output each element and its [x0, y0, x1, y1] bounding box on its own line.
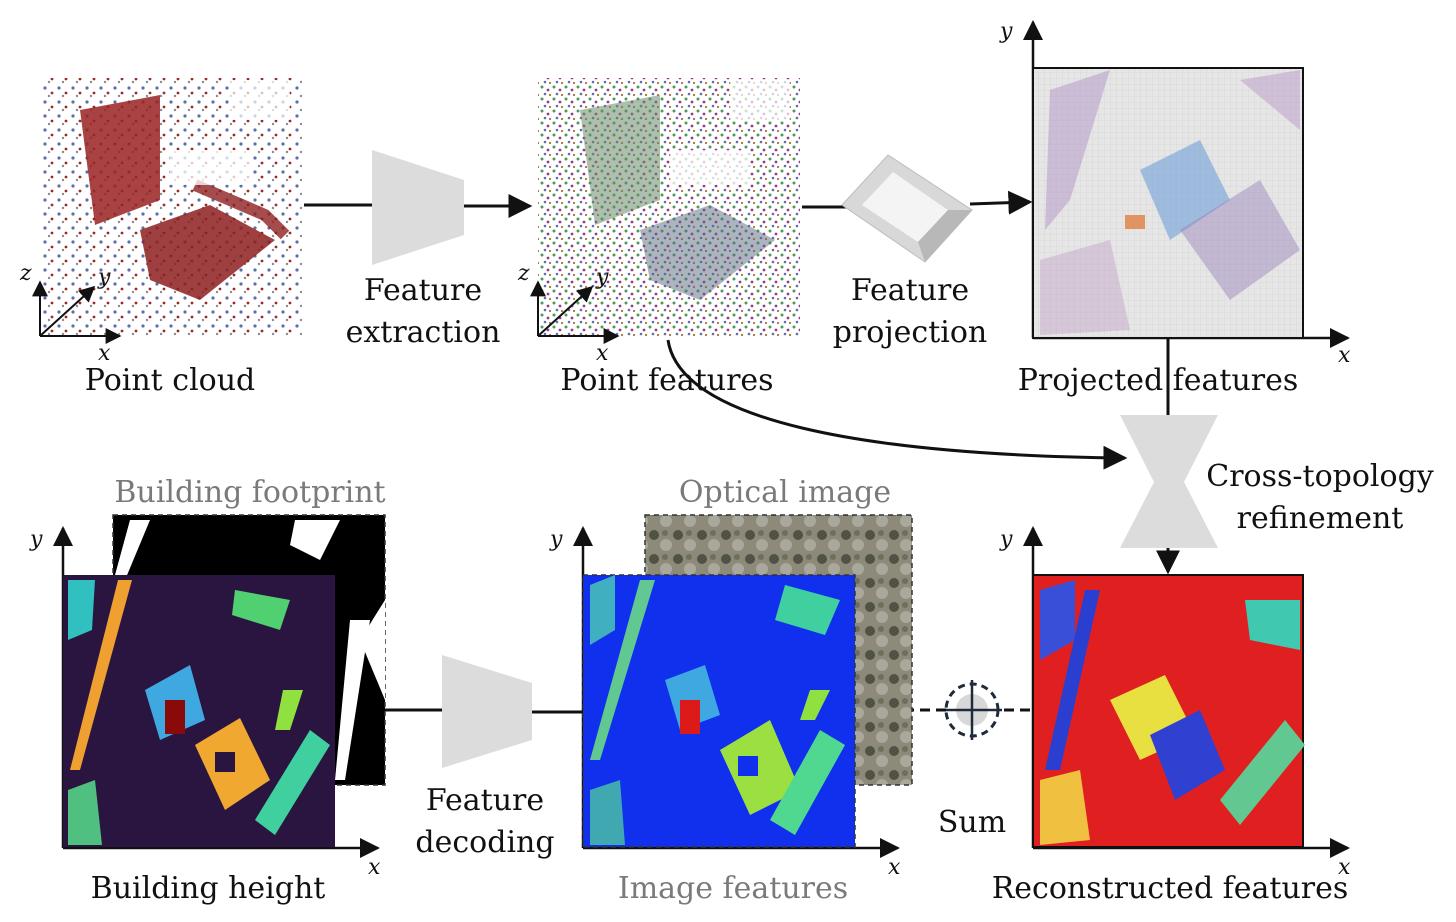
- point-cloud-panel: [40, 78, 302, 336]
- projected-axis-x: x: [1338, 343, 1351, 368]
- skip-connection-arrow: [668, 340, 1125, 458]
- projected-axis-y: y: [999, 19, 1013, 44]
- building-height-axis-y: y: [29, 527, 43, 552]
- hourglass-refinement-icon: [1120, 415, 1218, 548]
- feature-projection-label-1: Feature: [851, 273, 969, 308]
- point-features-label: Point features: [560, 363, 773, 398]
- projected-features-image: [1033, 68, 1303, 338]
- cross-topology-label-2: refinement: [1237, 501, 1404, 536]
- axis-z-label-2: z: [517, 261, 530, 286]
- trapezoid-encoder-icon: [372, 150, 464, 265]
- feature-extraction-label-2: extraction: [346, 315, 501, 350]
- feature-decoding-label-1: Feature: [426, 783, 544, 818]
- image-features-axis-x: x: [888, 855, 901, 880]
- point-cloud-label: Point cloud: [85, 363, 256, 398]
- building-height-label: Building height: [91, 871, 326, 906]
- image-features-label: Image features: [618, 871, 848, 906]
- cross-topology-label-1: Cross-topology: [1206, 459, 1434, 494]
- crosshair-sum-icon: [942, 680, 1002, 740]
- reconstructed-features-label: Reconstructed features: [992, 871, 1349, 906]
- image-features-image: [583, 575, 855, 847]
- trapezoid-decoder-icon: [442, 655, 532, 768]
- axis-y-label-2: y: [595, 265, 609, 290]
- feature-projection-label-2: projection: [833, 315, 988, 350]
- image-features-axis-y: y: [549, 527, 563, 552]
- optical-image-label: Optical image: [679, 475, 891, 510]
- feature-decoding-label-2: decoding: [415, 825, 554, 860]
- prism-projector-icon: [842, 155, 972, 262]
- sum-label: Sum: [938, 805, 1006, 840]
- axis-y-label: y: [97, 265, 111, 290]
- axis-z-label: z: [19, 261, 32, 286]
- building-height-axis-x: x: [368, 855, 381, 880]
- building-footprint-label: Building footprint: [114, 475, 385, 510]
- reconstructed-features-image: [1033, 575, 1305, 847]
- feature-extraction-label-1: Feature: [364, 273, 482, 308]
- building-height-image: [63, 575, 335, 847]
- point-features-panel: [538, 78, 800, 336]
- reconstructed-axis-y: y: [999, 527, 1013, 552]
- projected-features-label: Projected features: [1018, 363, 1299, 398]
